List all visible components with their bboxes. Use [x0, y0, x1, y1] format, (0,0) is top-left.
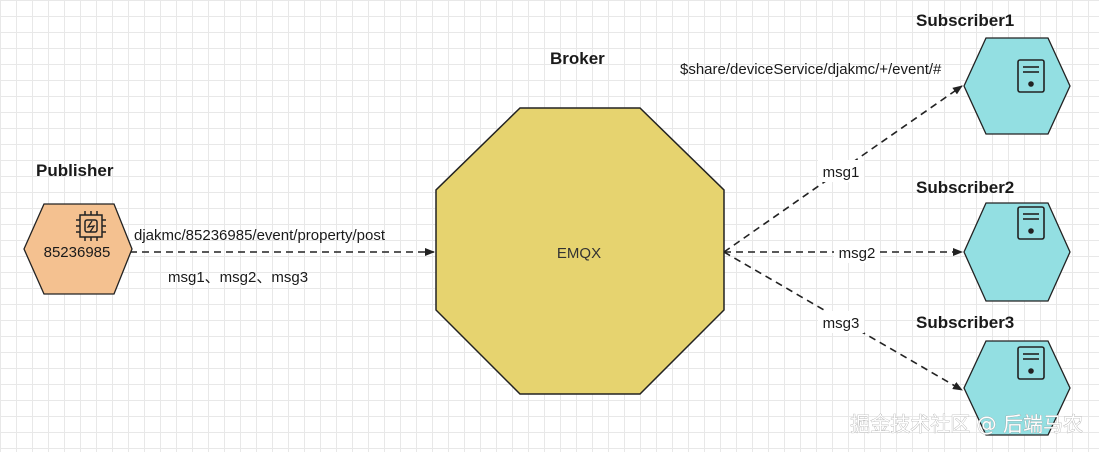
publish-messages-label: msg1、msg2、msg3 [168, 269, 308, 286]
server-icon [1017, 59, 1045, 93]
msg1-label: msg1 [823, 164, 860, 181]
share-subscription-label: $share/deviceService/djakmc/+/event/# [680, 61, 942, 78]
subscriber1-title: Subscriber1 [916, 11, 1014, 30]
broker-title: Broker [550, 49, 605, 68]
server-icon [1017, 346, 1045, 380]
subscriber2-title: Subscriber2 [916, 178, 1014, 197]
msg2-label: msg2 [839, 245, 876, 262]
publisher-client-id: 85236985 [44, 244, 111, 261]
server-icon [1017, 206, 1045, 240]
subscriber2-node [963, 202, 1071, 302]
broker-label: EMQX [557, 245, 601, 262]
publisher-title: Publisher [36, 161, 114, 180]
subscriber3-title: Subscriber3 [916, 313, 1014, 332]
subscriber1-node [963, 37, 1071, 135]
chip-icon [76, 211, 106, 241]
watermark: 掘金技术社区 @ 后端马农 [850, 412, 1083, 436]
publish-topic-label: djakmc/85236985/event/property/post [134, 227, 386, 244]
msg3-label: msg3 [823, 315, 860, 332]
broker-node [435, 107, 725, 395]
